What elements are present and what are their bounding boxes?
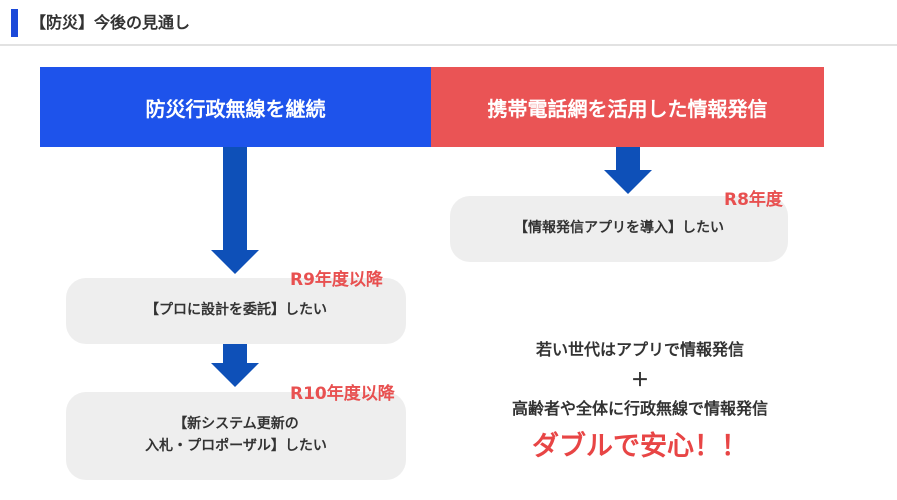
radio-continue-label: 防災行政無線を継続 (145, 96, 326, 121)
summary-plus: ＋ (631, 370, 649, 391)
header-divider (0, 44, 897, 46)
mobile-network-label: 携帯電話網を活用した情報発信 (487, 96, 768, 121)
step-update-line1: 【新システム更新の (173, 416, 299, 433)
mobile-network-box: 携帯電話網を活用した情報発信 (431, 67, 824, 147)
step-app-year: R8年度 (724, 190, 783, 210)
radio-continue-box: 防災行政無線を継続 (40, 67, 431, 147)
header-accent-bar (11, 9, 18, 37)
step-design-year: R9年度以降 (290, 270, 383, 290)
down-arrow-mobile (604, 147, 652, 194)
step-update-pill: 【新システム更新の 入札・プロポーザル】したい (66, 392, 406, 480)
summary-line2: 高齢者や全体に行政無線で情報発信 (511, 399, 768, 418)
summary-line1: 若い世代はアプリで情報発信 (535, 340, 744, 359)
step-app-label: 【情報発信アプリを導入】したい (514, 220, 724, 237)
page-title: 【防災】今後の見通し (30, 13, 191, 32)
summary-emphasis: ダブルで安心！！ (532, 431, 748, 462)
step-update-line2: 入札・プロポーザル】したい (145, 438, 327, 454)
down-arrow-radio (211, 147, 259, 274)
step-design-pill: 【プロに設計を委託】したい (66, 278, 406, 344)
down-arrow-design (211, 343, 259, 387)
step-design-label: 【プロに設計を委託】したい (145, 302, 327, 319)
step-update-year: R10年度以降 (290, 384, 395, 404)
step-app-pill: 【情報発信アプリを導入】したい (450, 196, 788, 262)
